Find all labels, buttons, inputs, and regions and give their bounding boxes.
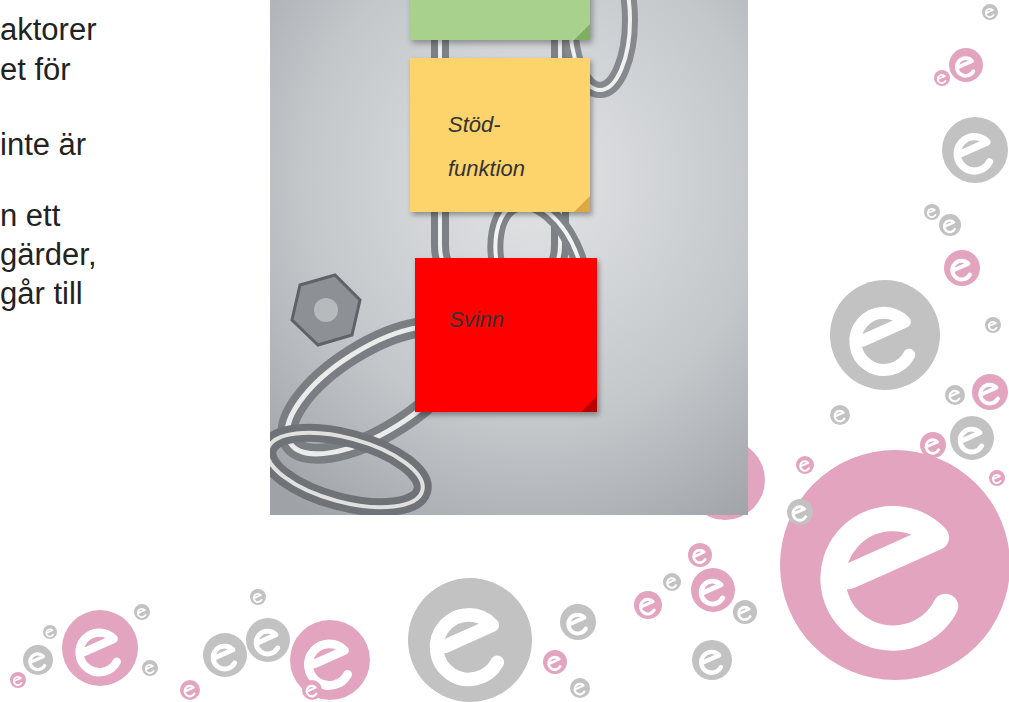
text-fragment: et för — [0, 52, 71, 88]
logo-circle — [945, 385, 965, 405]
logo-circle — [203, 633, 247, 677]
note-fold — [574, 196, 590, 212]
logo-circle — [796, 456, 814, 474]
sticky-note: Stöd- funktion — [410, 58, 590, 212]
note-text: Stöd- funktion — [448, 103, 568, 191]
logo-circle — [560, 604, 596, 640]
logo-circle — [939, 214, 961, 236]
logo-circle — [972, 374, 1008, 410]
logo-circle — [688, 543, 712, 567]
logo-circle — [830, 280, 940, 390]
logo-circle — [924, 204, 940, 220]
logo-circle — [290, 620, 370, 700]
logo-circle — [302, 680, 322, 700]
logo-circle — [663, 573, 681, 591]
logo-circle — [944, 250, 980, 286]
logo-circle — [543, 650, 567, 674]
logo-circle — [982, 4, 998, 20]
logo-circle — [691, 568, 735, 612]
logo-circle — [180, 680, 200, 700]
logo-circle — [934, 70, 950, 86]
text-fragment: inte är — [0, 127, 86, 163]
logo-circle — [780, 450, 1009, 680]
text-fragment: n ett — [0, 198, 60, 234]
logo-circle — [142, 660, 158, 676]
text-fragment: aktorer — [0, 12, 96, 48]
logo-circle — [23, 645, 53, 675]
note-fold — [574, 24, 590, 40]
logo-circle — [985, 317, 1001, 333]
logo-circle — [250, 589, 266, 605]
logo-circle — [733, 600, 757, 624]
text-fragment: går till — [0, 276, 83, 312]
note-text: Svinn — [449, 298, 569, 342]
logo-circle — [10, 672, 26, 688]
logo-circle — [989, 470, 1005, 486]
logo-circle — [408, 578, 532, 702]
logo-circle — [134, 604, 150, 620]
logo-circle — [62, 610, 138, 686]
text-fragment: gärder, — [0, 237, 97, 273]
logo-circle — [692, 640, 732, 680]
logo-circle — [43, 625, 57, 639]
logo-circle — [246, 618, 290, 662]
sticky-note: Svinn — [415, 258, 597, 412]
logo-circle — [950, 416, 994, 460]
nut — [292, 275, 360, 345]
logo-circle — [634, 591, 662, 619]
logo-circle — [570, 678, 590, 698]
nut-hole — [314, 298, 338, 322]
logo-circle — [787, 499, 813, 525]
logo-circle — [942, 117, 1008, 183]
sticky-note — [410, 0, 590, 40]
chain — [270, 0, 630, 515]
logo-circle — [949, 48, 983, 82]
note-fold — [581, 396, 597, 412]
logo-circle — [830, 405, 850, 425]
